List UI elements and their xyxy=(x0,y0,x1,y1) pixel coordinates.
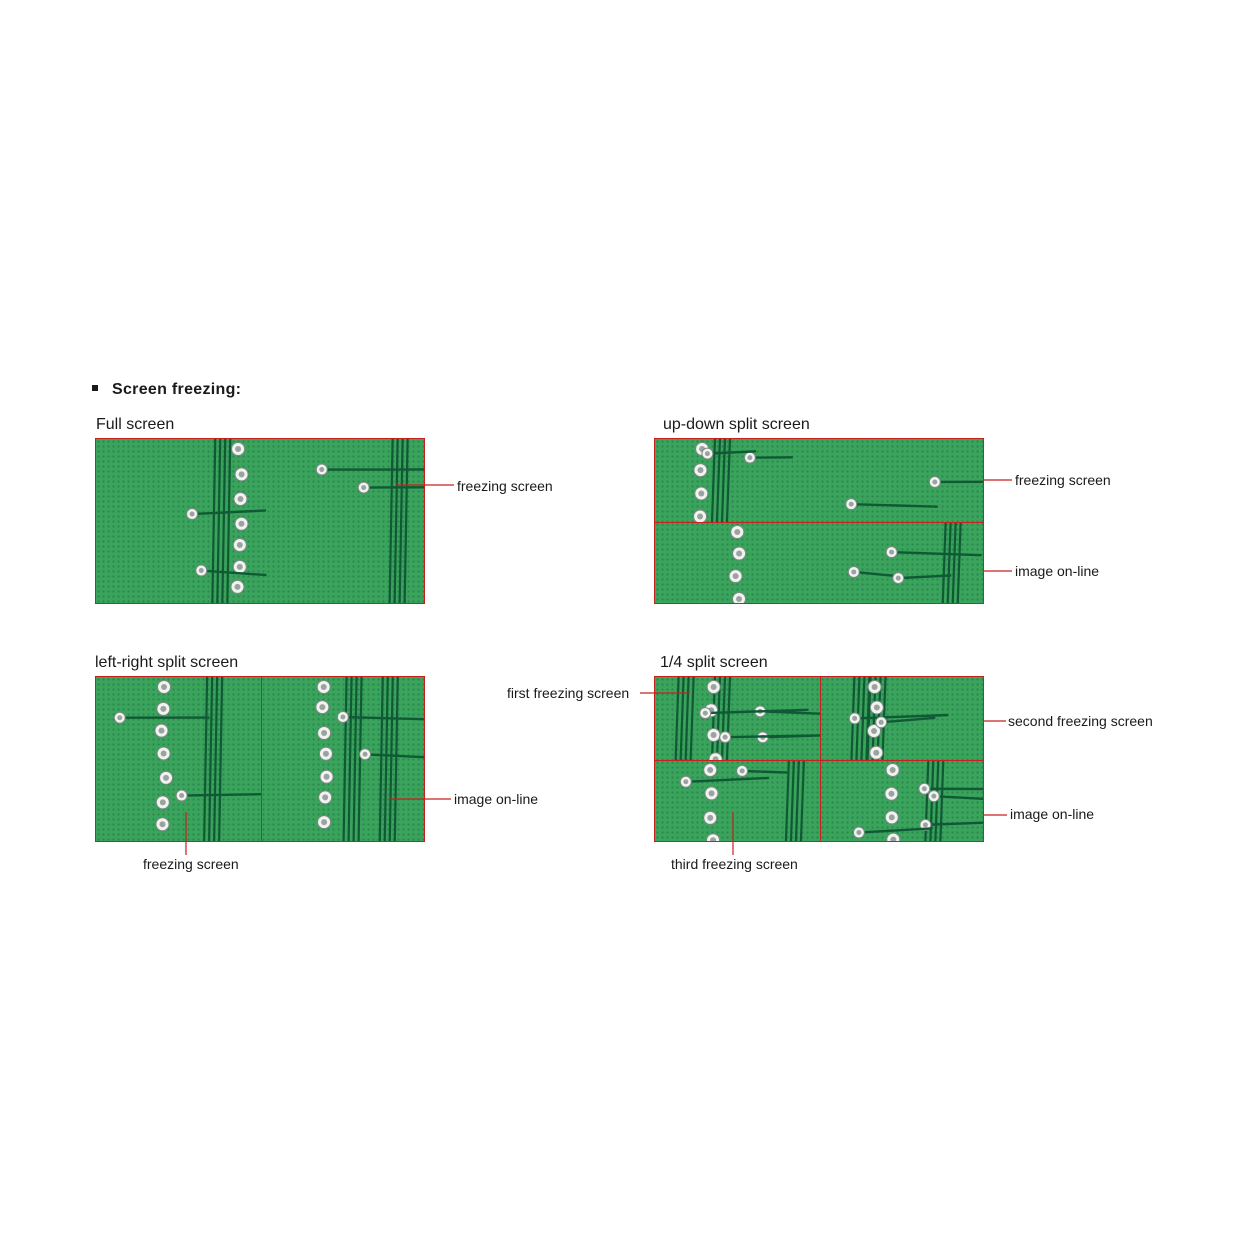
pcb-image xyxy=(655,677,820,760)
left-right-split-panel xyxy=(95,676,425,842)
full-freezing-callout: freezing screen xyxy=(457,478,553,494)
split-divider xyxy=(655,522,983,523)
up-down-split-panel xyxy=(654,438,984,604)
split-divider xyxy=(261,677,262,841)
pcb-image xyxy=(96,677,261,841)
pcb-image xyxy=(96,439,424,603)
pcb-image xyxy=(655,760,820,841)
split-divider xyxy=(655,760,983,761)
split-divider xyxy=(820,677,821,841)
pcb-image xyxy=(820,677,983,760)
first-freezing-callout: first freezing screen xyxy=(507,685,630,701)
pcb-image xyxy=(655,522,983,603)
pcb-image xyxy=(820,760,983,841)
left-right-split-title: left-right split screen xyxy=(95,654,239,671)
bullet-icon xyxy=(92,384,98,391)
pcb-image xyxy=(261,677,424,841)
quarter-online-callout: image on-line xyxy=(1010,806,1095,822)
full-screen-title: Full screen xyxy=(96,416,175,433)
pcb-image xyxy=(655,439,983,522)
left-right-freezing-callout: freezing screen xyxy=(143,856,239,872)
second-freezing-callout: second freezing screen xyxy=(1008,713,1153,729)
quarter-split-title: 1/4 split screen xyxy=(660,654,768,671)
up-down-split-title: up-down split screen xyxy=(663,416,810,433)
up-down-online-callout: image on-line xyxy=(1015,563,1100,579)
third-freezing-callout: third freezing screen xyxy=(671,856,798,872)
up-down-freezing-callout: freezing screen xyxy=(1015,472,1111,488)
section-heading: Screen freezing: xyxy=(92,381,241,399)
section-heading-text: Screen freezing: xyxy=(112,381,242,398)
quarter-split-panel xyxy=(654,676,984,842)
full-screen-panel xyxy=(95,438,425,604)
left-right-online-callout: image on-line xyxy=(454,791,539,807)
